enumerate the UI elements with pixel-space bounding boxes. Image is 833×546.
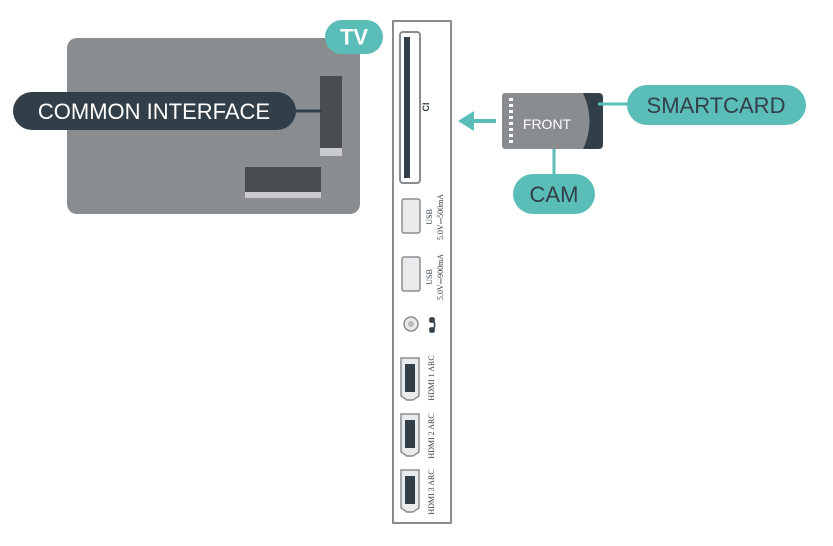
common-interface-label: COMMON INTERFACE bbox=[38, 99, 270, 124]
common-interface-pill bbox=[13, 92, 296, 130]
cam-pill bbox=[513, 174, 595, 214]
cam-front-label: FRONT bbox=[523, 116, 572, 132]
usb1-name: USB bbox=[425, 209, 434, 225]
ci-slot-opening bbox=[320, 76, 342, 156]
cam-label: CAM bbox=[530, 182, 579, 207]
usb-port-2 bbox=[401, 256, 421, 292]
ci-label: CI bbox=[421, 103, 431, 112]
common-interface-callout: COMMON INTERFACE bbox=[13, 92, 322, 130]
smartcard-label: SMARTCARD bbox=[647, 93, 786, 118]
hdmi-port-1-inner bbox=[405, 364, 415, 392]
usb-port-1 bbox=[401, 198, 421, 234]
cam-pin-row bbox=[509, 98, 513, 143]
tv-badge: TV bbox=[325, 20, 383, 54]
cam-module-body bbox=[502, 93, 603, 149]
tv-badge-shape bbox=[325, 20, 383, 54]
smartcard-callout: SMARTCARD bbox=[598, 85, 806, 125]
cam-callout: CAM bbox=[513, 149, 595, 214]
smartcard-slot bbox=[583, 93, 603, 149]
tv-badge-label: TV bbox=[340, 25, 368, 50]
smartcard-pill bbox=[627, 85, 806, 125]
usb1-spec: 5.0V⎓500mA bbox=[436, 194, 445, 240]
usb2-spec: 5.0V⎓900mA bbox=[436, 254, 445, 300]
hdmi1-label: HDMI 1 ARC bbox=[427, 355, 436, 400]
ci-slot-inner bbox=[404, 37, 410, 178]
hdmi-port-3-inner bbox=[405, 476, 415, 504]
ci-slot-edge bbox=[320, 148, 342, 156]
connector-block-edge bbox=[245, 192, 321, 198]
insert-arrow-icon bbox=[458, 111, 496, 131]
side-panel: CI USB 5.0V⎓500mA USB 5.0V⎓900mA HDMI 1 … bbox=[392, 20, 452, 524]
hdmi2-label: HDMI 2 ARC bbox=[427, 413, 436, 458]
cam-module: FRONT bbox=[502, 93, 603, 149]
usb2-name: USB bbox=[425, 269, 434, 285]
headphone-jack-hole bbox=[408, 321, 414, 327]
hdmi-port-2-inner bbox=[405, 420, 415, 448]
headphone-icon bbox=[429, 317, 436, 333]
hdmi3-label: HDMI 3 ARC bbox=[427, 469, 436, 514]
